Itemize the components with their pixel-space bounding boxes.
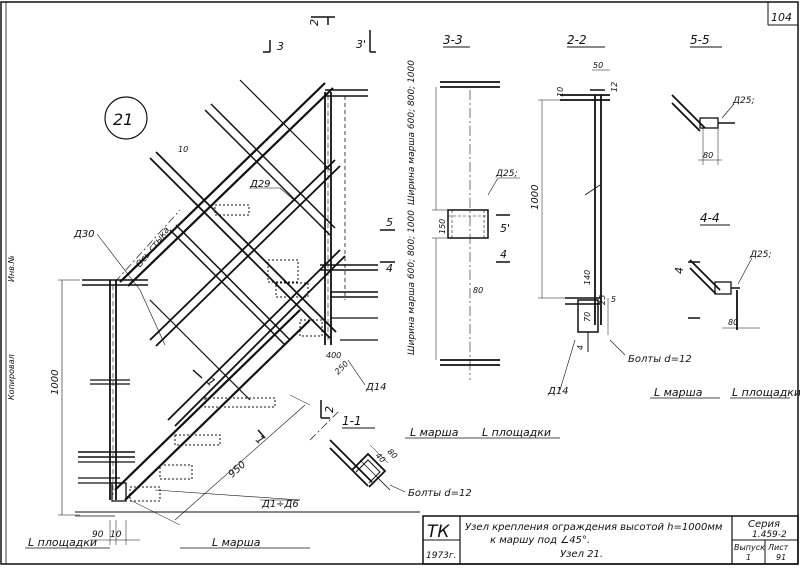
landing-floor-label-main: L площадки	[28, 536, 97, 549]
label-d30: Д30	[73, 229, 95, 240]
title-line-1: Узел крепления ограждения высотой h=1000…	[465, 522, 723, 533]
main-view	[25, 79, 420, 549]
section-1-1	[329, 427, 560, 493]
section-3-3	[432, 46, 520, 380]
section-title-5-5: 5-5	[690, 33, 710, 47]
section-22-dim-10: 10	[556, 87, 565, 97]
section-33-dim-80: 80	[473, 286, 483, 295]
section-mark-5p: 5'	[500, 222, 510, 235]
series-label: Серия	[748, 519, 780, 530]
width-label-top: Ширина марша 600; 800; 1000	[407, 60, 417, 205]
section-mark-2b-main: 2	[323, 406, 336, 413]
section-11-dim-80: 80	[386, 447, 400, 461]
label-d14: Д14	[365, 382, 387, 393]
section-mark-5-main: 5	[386, 216, 393, 229]
section-22-bolts: Болты d=12	[628, 354, 692, 365]
section-44-landing-floor: L площадки	[732, 386, 800, 399]
section-title-3-3: 3-3	[443, 33, 463, 47]
series-value: 1.459-2	[752, 530, 787, 540]
svg-text:2: 2	[308, 19, 321, 26]
label-d1-d6: Д1÷Д6	[261, 499, 299, 510]
section-44-stair-flight: L марша	[654, 386, 703, 399]
section-mark-3: 3	[263, 40, 284, 53]
section-title-1-1: 1-1	[342, 414, 362, 428]
section-mark-2: 2	[308, 16, 335, 26]
title-line-3: Узел 21.	[560, 549, 603, 560]
section-5-5	[671, 46, 735, 165]
section-11-bolts: Болты d=12	[408, 488, 472, 499]
section-33-dim-150: 150	[438, 219, 447, 234]
section-mark-3p: 3'	[356, 30, 376, 53]
svg-text:3: 3	[277, 40, 284, 53]
section-title-4-4: 4-4	[700, 211, 720, 225]
section-2-2	[538, 46, 626, 391]
section-title-2-2: 2-2	[567, 33, 587, 47]
section-22-dim-5: 5	[611, 295, 616, 304]
dim-950: 950	[227, 459, 249, 480]
dim-400: 400	[326, 351, 341, 360]
section-22-dim-12: 12	[610, 82, 619, 92]
section-22-dim-1000: 1000	[530, 185, 541, 210]
dim-10b: 10	[178, 145, 188, 154]
section-33-d25: Д25;	[495, 169, 518, 179]
copied-label: Копировал	[7, 354, 16, 400]
section-mark-4-main: 4	[386, 262, 393, 275]
stair-flight-label-main: L марша	[212, 536, 261, 549]
section-22-dim-50: 50	[593, 61, 603, 70]
sheet-value: 91	[776, 553, 786, 562]
sheet-number: 104	[771, 11, 792, 24]
section-22-dim-25: 25	[598, 295, 607, 305]
section-mark-4b: 4	[500, 248, 507, 261]
dim-1000-main: 1000	[50, 370, 61, 395]
dim-250: 250	[333, 359, 350, 376]
dim-90: 90	[92, 530, 104, 540]
section-4-4	[650, 224, 790, 399]
section-55-dim-80: 80	[703, 151, 713, 160]
dim-10: 10	[110, 530, 122, 540]
section-11-stair-flight: L марша	[410, 426, 459, 439]
section-mark-1-main: 1	[204, 375, 218, 389]
inventory-label: Инв.№	[7, 255, 16, 282]
issue-label: Выпуск	[734, 543, 765, 552]
section-22-d14: Д14	[547, 386, 569, 397]
section-55-d25: Д25;	[732, 96, 755, 106]
section-22-dim-4: 4	[576, 345, 585, 350]
section-44-dim-80: 80	[728, 318, 738, 327]
sheet-label: Лист	[767, 543, 789, 552]
section-mark-4c: 4	[673, 267, 686, 274]
label-d29: Д29	[249, 179, 271, 190]
node-label: 21	[113, 110, 133, 129]
section-44-d25: Д25;	[749, 250, 772, 260]
section-11-landing-floor: L площадки	[482, 426, 551, 439]
title-year: 1973г.	[426, 551, 457, 561]
title-line-2: к маршу под ∠45°.	[490, 535, 590, 546]
node-callout: 21	[104, 96, 148, 140]
issue-value: 1	[746, 553, 751, 562]
width-label-bottom: Ширина марша 600; 800; 1000	[407, 210, 417, 355]
title-block	[422, 515, 799, 565]
section-22-dim-70: 70	[583, 312, 592, 322]
section-22-dim-140: 140	[583, 270, 592, 285]
svg-text:3': 3'	[356, 38, 366, 51]
title-tk: ТК	[427, 522, 450, 542]
